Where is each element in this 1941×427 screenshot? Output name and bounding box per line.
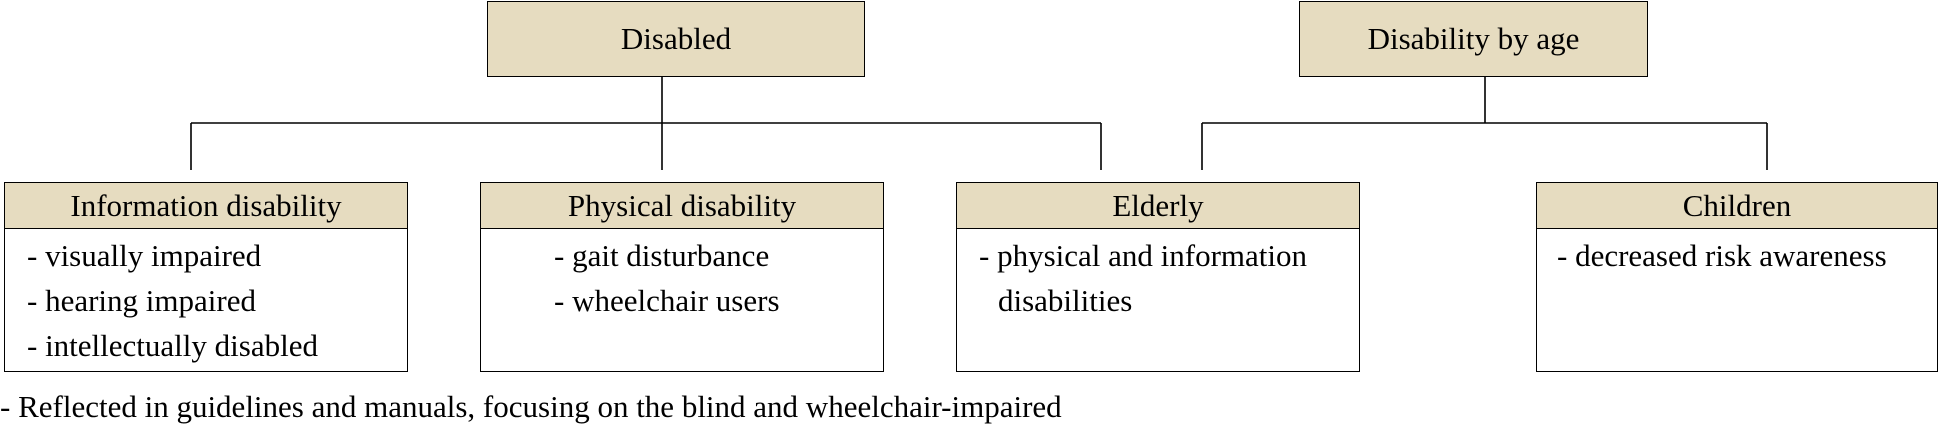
node-disabled-label: Disabled (620, 21, 732, 56)
list-item: - visually impaired (27, 238, 262, 273)
list-item: - hearing impaired (27, 283, 256, 318)
card-physical-disability: Physical disability - gait disturbance -… (480, 182, 884, 372)
node-disability-by-age-label: Disability by age (1367, 21, 1580, 56)
list-item: - gait disturbance (554, 238, 770, 273)
footnote: - Reflected in guidelines and manuals, f… (0, 389, 1062, 424)
card-elderly: Elderly - physical and information disab… (956, 182, 1360, 372)
node-disabled: Disabled (487, 1, 865, 77)
card-elderly-title: Elderly (957, 183, 1359, 229)
card-information-disability: Information disability - visually impair… (4, 182, 408, 372)
list-item: - intellectually disabled (27, 328, 318, 363)
list-item: - physical and information (979, 238, 1307, 273)
list-item: disabilities (998, 283, 1133, 318)
card-children-title: Children (1537, 183, 1937, 229)
node-disability-by-age: Disability by age (1299, 1, 1648, 77)
list-item: - wheelchair users (554, 283, 780, 318)
card-information-title: Information disability (5, 183, 407, 229)
card-children: Children - decreased risk awareness (1536, 182, 1938, 372)
card-physical-title: Physical disability (481, 183, 883, 229)
list-item: - decreased risk awareness (1557, 238, 1887, 273)
